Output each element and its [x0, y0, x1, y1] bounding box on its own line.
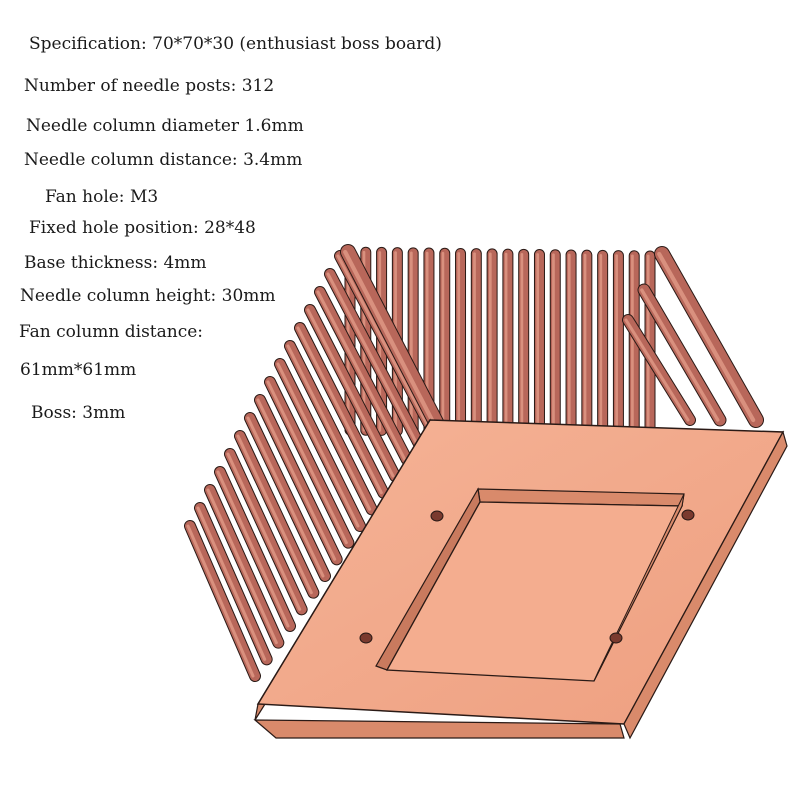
pin-side-3 [305, 305, 400, 481]
pin-side-2 [315, 287, 412, 465]
pin-right-3 [623, 315, 695, 425]
pin-side-1-highlight [326, 272, 418, 445]
pin-side-13 [205, 485, 284, 648]
pin-side-8 [255, 395, 342, 565]
mounting-hole-bottom-right [609, 632, 623, 644]
spec-line-needle-diameter: Needle column diameter 1.6mm [26, 116, 304, 136]
pin-side-12-highlight [216, 470, 290, 628]
pin-side-6-highlight [276, 362, 360, 528]
base-plate-side-edge [253, 719, 625, 739]
pin-side-7 [265, 377, 354, 548]
pin-right-2-highlight [640, 288, 720, 422]
pin-side-15 [185, 521, 260, 681]
spec-line-needle-height: Needle column height: 30mm [20, 286, 276, 306]
spec-line-needle-distance: Needle column distance: 3.4mm [24, 150, 303, 170]
pin-side-11 [225, 449, 307, 615]
spec-line-fixed-hole: Fixed hole position: 28*48 [29, 218, 256, 238]
spec-line-specification: Specification: 70*70*30 (enthusiast boss… [29, 34, 442, 54]
spec-line-boss: Boss: 3mm [31, 403, 126, 423]
spec-line-needle-posts: Number of needle posts: 312 [24, 76, 275, 96]
pin-corner-left-highlight [343, 249, 440, 433]
mounting-hole-top-left [430, 510, 444, 522]
spec-line-fan-hole: Fan hole: M3 [45, 187, 159, 207]
pin-array-side [184, 244, 448, 682]
mounting-hole-top-right [681, 509, 695, 521]
pin-right-2 [638, 284, 726, 426]
pin-side-6 [275, 359, 365, 531]
pin-side-8-highlight [256, 398, 337, 561]
pin-right-3-highlight [624, 318, 690, 422]
pin-side-15-highlight [186, 524, 255, 678]
spec-line-fan-column-distance: Fan column distance: [19, 322, 204, 342]
pin-side-9-highlight [246, 416, 325, 578]
spec-line-fan-column-value: 61mm*61mm [20, 360, 137, 380]
pin-side-12 [215, 467, 295, 631]
spec-line-base-thickness: Base thickness: 4mm [24, 253, 207, 273]
pin-side-10 [235, 431, 319, 598]
pin-side-5 [285, 341, 377, 515]
pin-side-5-highlight [286, 344, 372, 511]
pin-side-0-highlight [336, 254, 430, 428]
pin-side-2-highlight [316, 290, 407, 461]
pin-side-14 [195, 503, 272, 665]
pin-side-4-highlight [296, 326, 383, 495]
mounting-holes [359, 509, 695, 644]
pin-array-back [344, 246, 764, 440]
base-plate-face-right-edge [623, 430, 788, 740]
pin-side-3-highlight [306, 308, 395, 478]
pin-side-11-highlight [226, 452, 302, 611]
pin-side-9 [245, 413, 330, 581]
pin-side-4 [295, 323, 389, 498]
pin-side-10-highlight [236, 434, 313, 595]
pin-side-1 [325, 269, 424, 448]
mounting-hole-bottom-left [359, 632, 373, 644]
pin-corner-left [341, 245, 447, 437]
pin-side-7-highlight [266, 380, 348, 545]
pin-side-13-highlight [206, 488, 278, 645]
pin-side-14-highlight [196, 506, 267, 661]
pin-corner-right-highlight [657, 251, 756, 423]
pin-corner-right [655, 247, 763, 427]
